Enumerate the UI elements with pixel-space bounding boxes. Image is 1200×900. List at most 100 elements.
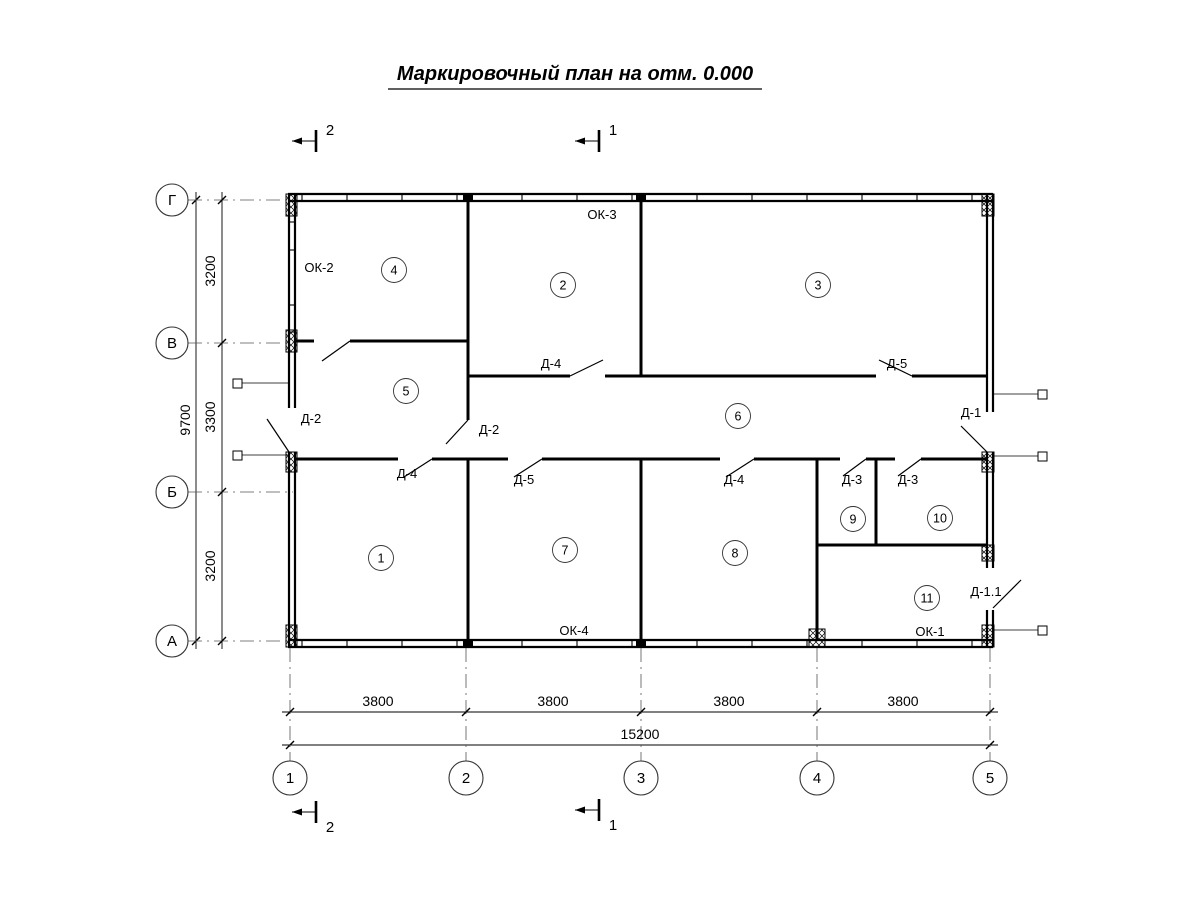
room-number-label: 3 [815, 279, 822, 293]
row-axis-bubble [155, 624, 189, 658]
door-leaves-line [569, 359, 604, 377]
row-axis-bubble [155, 183, 189, 217]
row-axis-label: А [167, 633, 177, 650]
door-mark-label: Д-1 [961, 405, 981, 420]
door-mark-label: Д-5 [514, 472, 534, 487]
row-axis-label: Б [167, 484, 177, 501]
section-mark-label: 2 [326, 122, 334, 139]
door-leaves-line [403, 458, 433, 478]
door-leaves-line [266, 418, 290, 453]
window-mark-label: ОК-2 [304, 260, 333, 275]
wall-piers-rect [285, 624, 298, 648]
dim-tick [812, 707, 822, 717]
door-mark-label: Д-4 [541, 356, 561, 371]
row-axis-bubble [155, 475, 189, 509]
row-axis-label: Г [168, 192, 176, 209]
door-leaves-line [992, 579, 1022, 609]
door-mark-label: Д-2 [301, 411, 321, 426]
page-title: Маркировочный план на отм. 0.000 [397, 63, 753, 85]
door-leaves-line [445, 419, 469, 445]
wall-junction-piers-rect [636, 639, 646, 648]
porch-elements-rect [232, 450, 243, 461]
dim-left-total: 9700 [177, 404, 193, 435]
section-arrow-head [575, 806, 585, 814]
wall-piers-rect [981, 544, 995, 562]
col-axis-label: 4 [813, 770, 821, 787]
dim-tick [217, 195, 227, 205]
room-number-label: 9 [850, 513, 857, 527]
door-mark-label: Д-3 [842, 472, 862, 487]
wall-piers-rect [981, 193, 995, 217]
room-number-bubble [381, 257, 407, 283]
dim-tick [985, 707, 995, 717]
room-number-label: 2 [560, 279, 567, 293]
room-number-bubble [805, 272, 831, 298]
window-mark-label: ОК-1 [915, 624, 944, 639]
dim-bottom-segment: 3800 [887, 693, 918, 709]
section-mark: 2 [292, 801, 334, 836]
dim-bottom-total: 15200 [621, 726, 660, 742]
door-leaves-line [960, 425, 988, 453]
col-axis-bubble [799, 760, 835, 796]
porch-elements-rect [1037, 451, 1048, 462]
dim-tick [217, 636, 227, 646]
wall-junction-piers [463, 193, 646, 648]
dim-bottom-segment: 3800 [537, 693, 568, 709]
col-axis-label: 2 [462, 770, 470, 787]
row-axis-bubble [155, 326, 189, 360]
room-number-label: 8 [732, 547, 739, 561]
section-arrow-head [292, 808, 302, 816]
col-axis-bubble [623, 760, 659, 796]
room-number-bubble [725, 403, 751, 429]
dim-tick [461, 707, 471, 717]
door-leaves-line [842, 458, 867, 477]
wall-piers-rect [285, 451, 298, 473]
dim-left-segment: 3200 [202, 255, 218, 286]
dimension-lines [191, 192, 998, 750]
section-marks: 2 1 2 1 [292, 122, 617, 836]
col-axis-label: 5 [986, 770, 994, 787]
room-number-bubble [552, 537, 578, 563]
col-axis-bubble [272, 760, 308, 796]
door-leaves-line [513, 458, 543, 478]
row-axes: Г В Б А [155, 183, 293, 658]
wall-junction-piers-rect [463, 193, 473, 202]
door-leaves-line [897, 458, 922, 477]
room-number-bubble [722, 540, 748, 566]
col-axis-bubble [972, 760, 1008, 796]
door-mark-label: Д-2 [479, 422, 499, 437]
wall-piers-rect [981, 451, 995, 473]
dim-bottom-segment: 3800 [362, 693, 393, 709]
room-number-label: 5 [403, 385, 410, 399]
room-number-bubble [927, 505, 953, 531]
room-number-label: 1 [378, 552, 385, 566]
door-mark-label: Д-4 [397, 466, 417, 481]
wall-piers-rect [285, 193, 298, 217]
door-mark-label: Д-4 [724, 472, 744, 487]
door-mark-label: Д-1.1 [970, 584, 1001, 599]
row-axis-label: В [167, 335, 177, 352]
room-number-bubble [393, 378, 419, 404]
section-mark-label: 1 [609, 122, 617, 139]
wall-piers-rect [981, 624, 995, 648]
dim-bottom-segment: 3800 [713, 693, 744, 709]
room-number-label: 4 [391, 264, 398, 278]
porch-elements-rect [1037, 389, 1048, 400]
room-number-label: 7 [562, 544, 569, 558]
door-leaves-line [321, 340, 351, 362]
room-number-label: 6 [735, 410, 742, 424]
section-mark: 1 [575, 122, 617, 152]
room-number-bubble [368, 545, 394, 571]
wall-junction-piers-rect [636, 193, 646, 202]
dim-tick [285, 707, 295, 717]
dim-left-segment: 3300 [202, 401, 218, 432]
title-block: Маркировочный план на отм. 0.000 [388, 63, 762, 90]
room-number-bubble [550, 272, 576, 298]
window-mark-label: ОК-3 [587, 207, 616, 222]
